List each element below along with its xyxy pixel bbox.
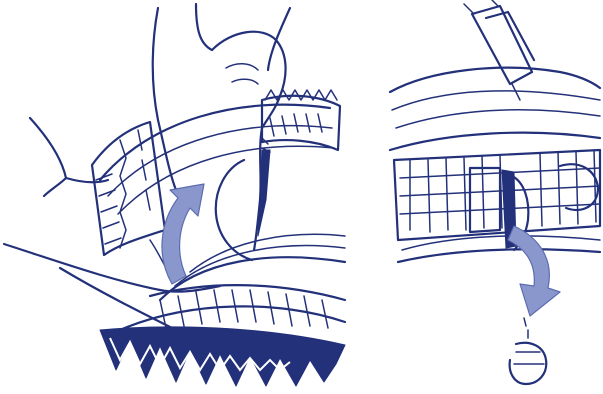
lower-gear-teeth [100,285,345,386]
falling-part [510,318,547,384]
gear-rings [100,105,345,300]
left-gear-teeth [92,122,165,255]
upper-gear-teeth [262,90,340,150]
curved-rotation-arrow-icon [508,226,560,316]
curved-rotation-arrow-icon [162,184,204,284]
hand [4,4,290,330]
right-panel [390,0,600,384]
left-panel [4,4,345,386]
gear-teeth-band [394,150,600,240]
